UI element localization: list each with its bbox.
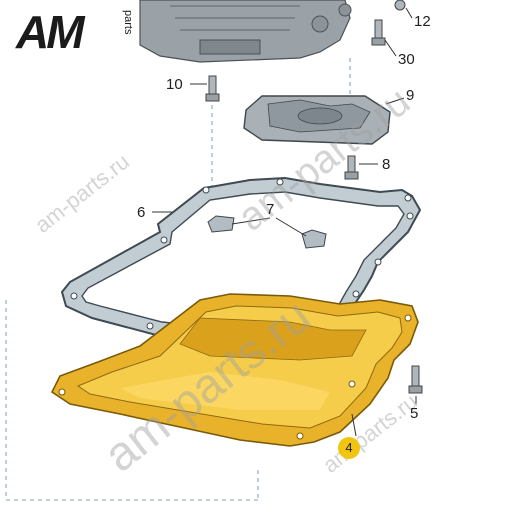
callout-30: 30	[398, 51, 415, 68]
callout-9: 9	[406, 87, 415, 104]
oil-filter-9	[243, 95, 391, 145]
callout-5: 5	[410, 405, 419, 422]
callout-10: 10	[166, 76, 183, 93]
logo-mark: AM	[16, 6, 85, 58]
bolt-30	[371, 19, 386, 46]
bolt-12	[394, 0, 406, 11]
oil-pan-4	[50, 293, 419, 447]
logo-subtitle: parts	[122, 10, 134, 35]
valve-body	[139, 0, 352, 63]
callout-6: 6	[137, 204, 146, 221]
callout-4-badge: 4	[338, 437, 360, 459]
bolt-8	[344, 155, 359, 180]
callout-12: 12	[414, 13, 431, 30]
bolt-10	[205, 75, 220, 102]
bolt-5	[408, 365, 423, 394]
callout-8: 8	[382, 156, 391, 173]
callout-7: 7	[266, 201, 275, 218]
